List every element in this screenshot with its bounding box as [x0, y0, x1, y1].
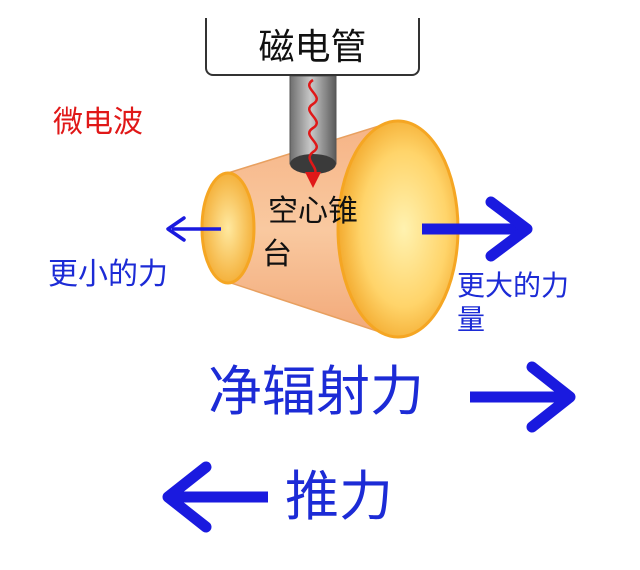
wave-icon	[308, 78, 318, 177]
wave-arrowhead	[305, 172, 321, 188]
arrow-right-icon	[485, 196, 533, 262]
thrust-arrow-icon	[162, 461, 212, 533]
microwave-label: 微电波	[53, 105, 143, 140]
cone-label-line1: 空心锥	[268, 194, 358, 229]
larger-force-label-line1: 更大的力	[457, 269, 570, 302]
arrow-left-icon	[166, 216, 186, 242]
larger-force-label-line2: 量	[457, 303, 486, 336]
magnetron-label: 磁电管	[258, 27, 367, 68]
smaller-force-label: 更小的力	[48, 257, 168, 292]
cone-label-line2: 台	[262, 237, 292, 272]
thrust-label: 推力	[285, 465, 393, 528]
magnetron-box	[205, 18, 420, 76]
net-force-arrow-icon	[526, 361, 576, 433]
net-radiation-force-label: 净辐射力	[208, 360, 424, 423]
